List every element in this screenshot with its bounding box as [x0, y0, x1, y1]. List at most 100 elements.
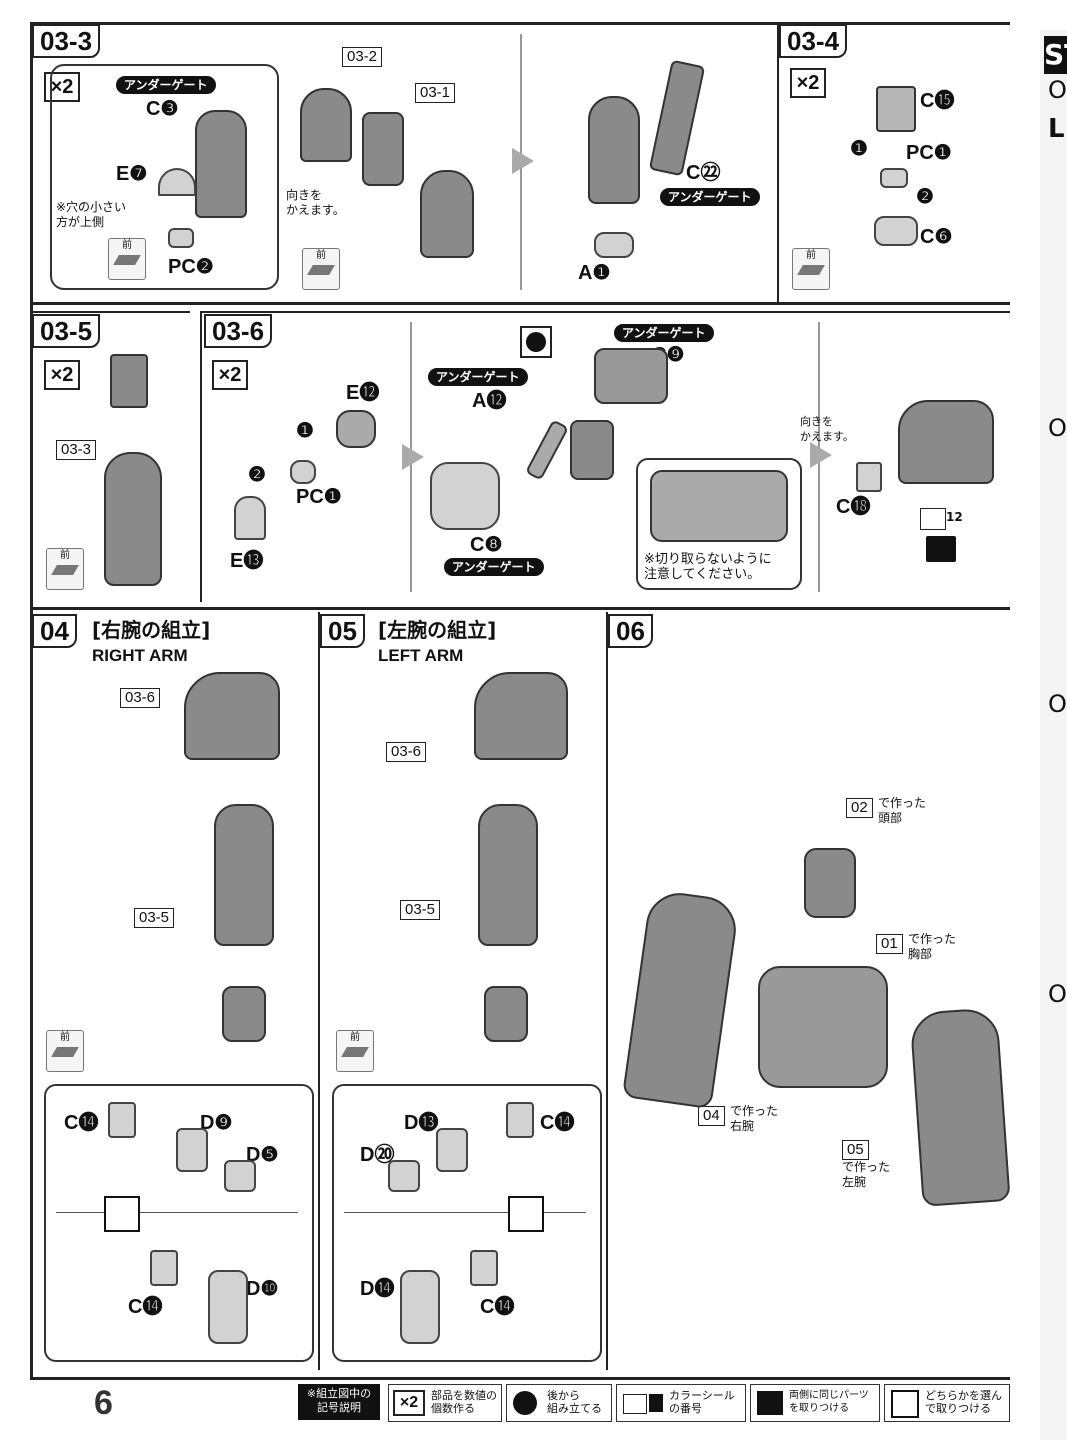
part-label-c14: C⓮	[64, 1112, 99, 1134]
part-label-d14: D⓮	[360, 1278, 395, 1300]
legend-text: 後から 組み立てる	[547, 1389, 602, 1415]
ref-tag-04: 04	[698, 1106, 725, 1126]
ref-label-left-arm: で作った 左腕	[842, 1160, 891, 1189]
ref-tag-03-3: 03-3	[56, 440, 97, 460]
upper-arm-drawing	[588, 96, 640, 204]
multiplier-badge: ×2	[212, 360, 248, 390]
ref-tag-03-5: 03-5	[134, 908, 175, 928]
choice-icon	[104, 1196, 140, 1232]
ref-tag-03-1: 03-1	[415, 83, 456, 103]
next-page-letter: O	[1048, 690, 1067, 718]
shoulder-armor-drawing	[898, 400, 994, 484]
row2-bottom-rule	[30, 607, 1010, 610]
step-tag-06: 06	[608, 614, 653, 648]
front-icon: 前	[108, 238, 146, 280]
next-page-letter: O	[1048, 414, 1067, 442]
part-label-pc2: PC❷	[168, 256, 214, 278]
e13-part-drawing	[234, 496, 266, 540]
note-cut: ※切り取らないように 注意してください。	[644, 552, 772, 582]
d14-part-drawing	[400, 1270, 440, 1344]
note-hole: ※穴の小さい 方が上側	[56, 200, 127, 229]
ref-tag-03-6: 03-6	[120, 688, 161, 708]
c18-part-drawing	[856, 462, 882, 492]
front-icon: 前	[302, 248, 340, 290]
under-gate-label: アンダーゲート	[428, 368, 528, 386]
d9-part-drawing	[176, 1128, 208, 1172]
sticker-number: 12	[946, 510, 963, 524]
ref-tag-05: 05	[842, 1140, 869, 1160]
part-label-c22: C㉒	[686, 162, 721, 184]
legend-text: 両側に同じパーツ を取りつける	[789, 1390, 869, 1414]
part-label-c6: C❻	[920, 226, 953, 248]
legend-text: どちらかを選ん で取りつける	[925, 1389, 1002, 1415]
assembled-shoulder-drawing	[420, 170, 474, 258]
arm-assembly-drawing	[478, 804, 538, 946]
part-label-e13: E⓭	[230, 550, 264, 572]
front-icon: 前	[336, 1030, 374, 1072]
top-rule	[30, 22, 1010, 25]
multiplier-icon: ×2	[393, 1390, 425, 1416]
divider-03-6	[200, 312, 202, 602]
c15-block-drawing	[110, 354, 148, 408]
multiplier-badge: ×2	[790, 68, 826, 98]
part-label-e7: E❼	[116, 163, 148, 185]
step-marker-2: ❷	[916, 186, 934, 208]
next-page-letter: L	[1048, 114, 1065, 144]
under-gate-label: アンダーゲート	[116, 76, 216, 94]
part-label-d5: D❺	[246, 1144, 279, 1166]
sticker-number-icon	[649, 1394, 663, 1412]
divider-06	[606, 612, 608, 1370]
c15-part-drawing	[876, 86, 916, 132]
left-arm-drawing	[909, 1007, 1011, 1207]
page-bottom-rule	[30, 1377, 1010, 1380]
note-orient: 向きを かえます。	[286, 188, 345, 217]
a12-part-drawing	[524, 419, 570, 481]
section-title-en: LEFT ARM	[378, 646, 464, 665]
legend-text: カラーシール の番号	[669, 1389, 735, 1415]
d10-part-drawing	[208, 1270, 248, 1344]
part-label-e12: E⓬	[346, 382, 380, 404]
hand-options-frame	[332, 1084, 602, 1362]
c14-part-drawing	[506, 1102, 534, 1138]
part-label-c14: C⓮	[540, 1112, 575, 1134]
legend-item-back: 後から 組み立てる	[506, 1384, 612, 1422]
part-label-d20: D⑳	[360, 1144, 395, 1166]
ref-tag-03-2: 03-2	[342, 47, 383, 67]
section-title: [右腕の組立]	[92, 618, 211, 642]
front-icon: 前	[46, 1030, 84, 1072]
legend-item-sticker: カラーシール の番号	[616, 1384, 746, 1422]
step-marker-2: ❷	[248, 464, 266, 486]
step-tag-03-5: 03-5	[32, 314, 101, 348]
tag-rule	[200, 311, 1010, 313]
part-label-c14: C⓮	[480, 1296, 515, 1318]
part-label-d13: D⓭	[404, 1112, 439, 1134]
part-label-a1: A❶	[578, 262, 611, 284]
d13-part-drawing	[436, 1128, 468, 1172]
part-label-a12: A⓬	[472, 390, 507, 412]
d20-part-drawing	[388, 1160, 420, 1192]
back-icon	[520, 326, 552, 358]
ref-label-chest: で作った 胸部	[908, 932, 957, 961]
shoulder-joint-drawing	[570, 420, 614, 480]
step-marker-1: ❶	[296, 420, 314, 442]
ref-tag-03-6: 03-6	[386, 742, 427, 762]
step-tag-04: 04	[32, 614, 77, 648]
next-page-letter: O	[1048, 980, 1067, 1008]
ref-tag-03-5: 03-5	[400, 900, 441, 920]
part-03-2-drawing	[300, 88, 352, 162]
both-sides-icon	[926, 536, 956, 562]
c14-part-drawing	[150, 1250, 178, 1286]
legend-text: 部品を数値の 個数作る	[431, 1389, 497, 1415]
ref-tag-02: 02	[846, 798, 873, 818]
part-label-c8: C❽	[470, 534, 503, 556]
legend-item-multiplier: ×2 部品を数値の 個数作る	[388, 1384, 502, 1422]
page-number: 6	[94, 1384, 113, 1422]
sticker-icon	[920, 508, 946, 530]
options-divider	[56, 1212, 298, 1213]
c14-part-drawing	[470, 1250, 498, 1286]
c8-part-drawing	[430, 462, 500, 530]
legend-item-choice: どちらかを選ん で取りつける	[884, 1384, 1010, 1422]
next-page-strip	[1040, 30, 1067, 1440]
section-title-en: RIGHT ARM	[92, 646, 188, 665]
detail-cutaway-drawing	[650, 470, 788, 542]
